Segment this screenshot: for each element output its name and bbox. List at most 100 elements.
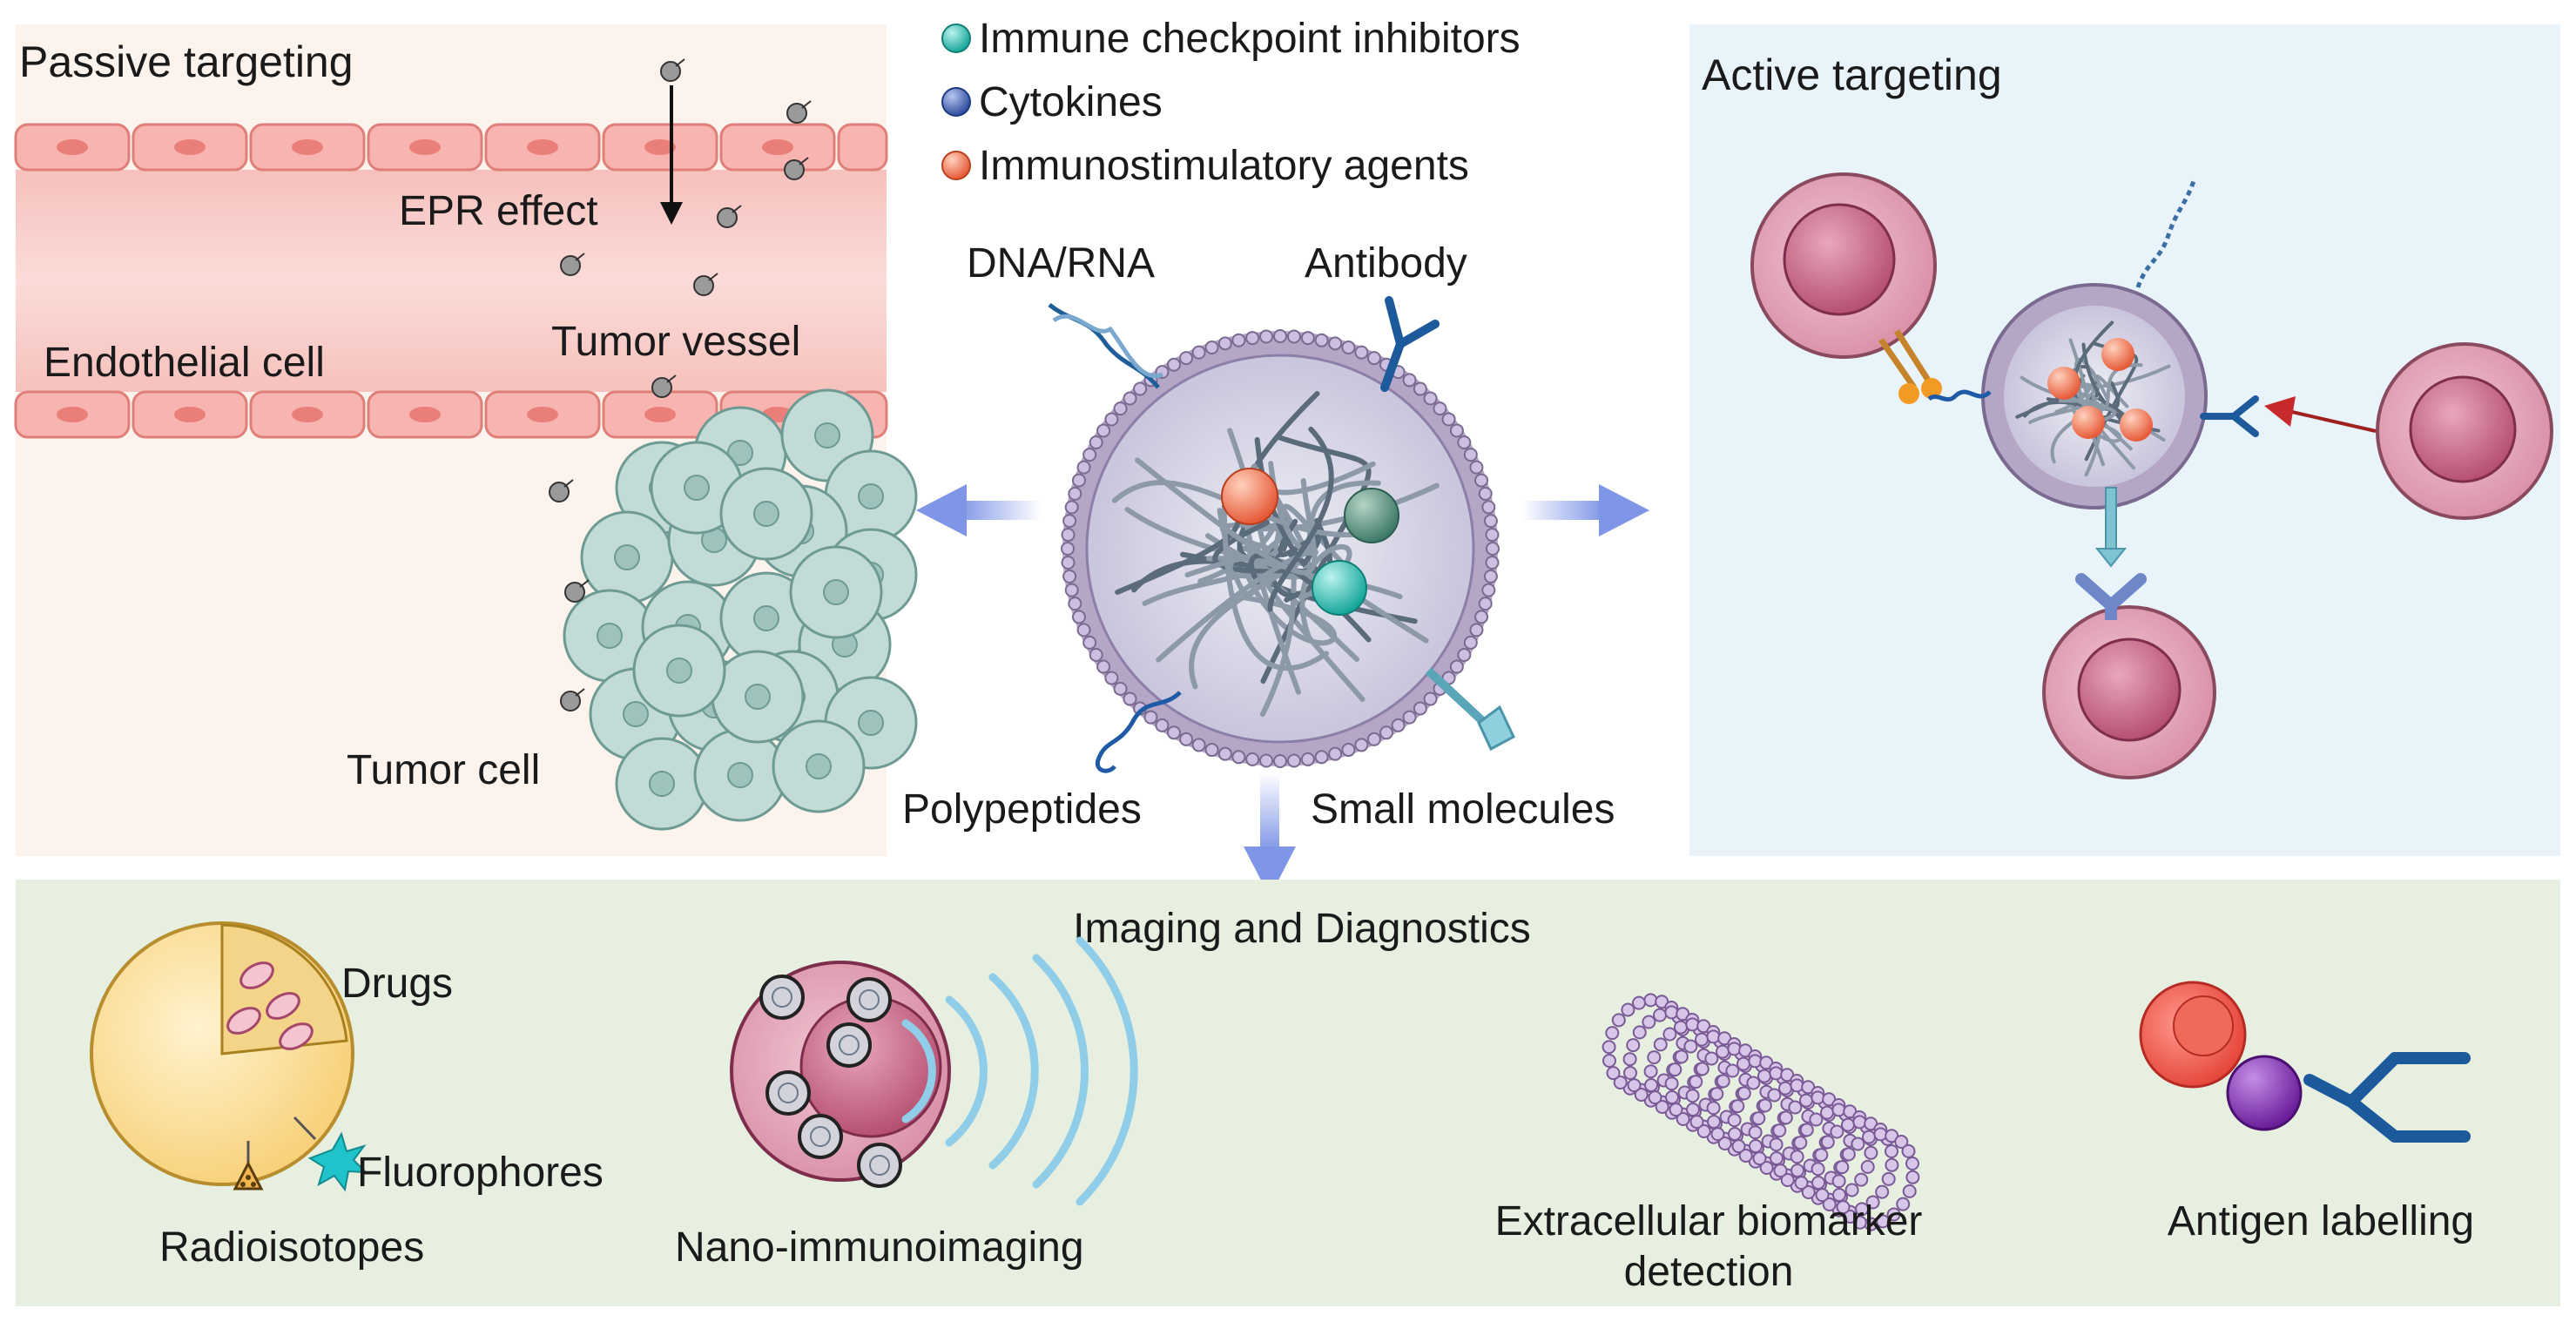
biomarker-bead bbox=[1689, 1075, 1703, 1089]
polypeptide-strand-icon bbox=[1095, 691, 1182, 773]
passive-targeting-title: Passive targeting bbox=[19, 37, 354, 86]
lipid-head bbox=[1286, 329, 1301, 344]
endothelial-cell-label: Endothelial cell bbox=[44, 340, 325, 386]
tumor-nucleus bbox=[614, 544, 640, 570]
nanoparticle-ligand bbox=[732, 205, 742, 213]
lipid-head bbox=[1068, 486, 1082, 501]
lipid-head bbox=[1478, 486, 1493, 501]
biomarker-bead bbox=[1642, 1015, 1656, 1029]
lipid-head bbox=[1167, 357, 1181, 372]
biomarker-bead bbox=[1653, 1008, 1667, 1022]
lipid-head bbox=[1113, 401, 1128, 416]
lipid-head bbox=[1062, 514, 1077, 529]
endothelial-nucleus bbox=[527, 407, 558, 422]
lipid-head bbox=[1089, 648, 1103, 662]
biomarker-bead bbox=[1725, 1063, 1740, 1078]
biomarker-bead bbox=[1674, 1020, 1688, 1035]
endothelial-row-bottom bbox=[14, 390, 888, 439]
nanoparticle-dots bbox=[549, 58, 812, 712]
lipid-head bbox=[1379, 725, 1393, 740]
lipid-head bbox=[1071, 473, 1086, 488]
tumor-nucleus bbox=[684, 475, 710, 501]
lipid-head bbox=[1457, 435, 1472, 449]
biomarker-bead bbox=[1648, 1090, 1662, 1105]
biomarker-bead bbox=[1820, 1105, 1834, 1120]
lipid-head bbox=[1155, 718, 1170, 732]
lipid-head bbox=[1076, 623, 1091, 637]
epr-arrow bbox=[660, 85, 683, 225]
nano-immunoimaging-label: Nano-immunoimaging bbox=[675, 1224, 1084, 1271]
lipid-head bbox=[1167, 725, 1181, 740]
legend-item-checkpoint: Immune checkpoint inhibitors bbox=[941, 16, 1521, 62]
biomarker-bead bbox=[1685, 1017, 1700, 1032]
lipid-head bbox=[1231, 750, 1246, 765]
biomarker-bead bbox=[1643, 1064, 1658, 1079]
lipid-head bbox=[1064, 500, 1079, 515]
lipid-head bbox=[1354, 738, 1369, 752]
lipid-head bbox=[1483, 569, 1498, 583]
arrow-right bbox=[1522, 484, 1649, 536]
endothelial-nucleus bbox=[174, 407, 206, 422]
biomarker-bead bbox=[1799, 1093, 1813, 1108]
biomarker-bead bbox=[1809, 1112, 1824, 1127]
tumor-nucleus bbox=[745, 684, 771, 710]
lipid-head bbox=[1259, 329, 1274, 344]
biomarker-bead bbox=[1820, 1135, 1835, 1150]
teal-sphere-icon bbox=[941, 24, 971, 53]
lipid-head bbox=[1273, 329, 1287, 343]
imaging-nanoparticle-core bbox=[869, 1155, 890, 1176]
antibody-top-icon bbox=[1380, 296, 1440, 392]
lipid-head bbox=[1231, 333, 1246, 347]
lipid-head bbox=[1402, 710, 1417, 725]
biomarker-bead bbox=[1611, 1013, 1626, 1028]
lipid-head bbox=[1123, 391, 1137, 406]
antigen-labelling-label: Antigen labelling bbox=[2168, 1198, 2474, 1244]
biomarker-bead bbox=[1704, 1051, 1719, 1066]
biomarker-bead bbox=[1716, 1074, 1730, 1089]
lipid-head bbox=[1064, 583, 1079, 597]
lipid-head bbox=[1341, 340, 1356, 354]
lipid-head bbox=[1449, 659, 1464, 674]
imaging-nanoparticle-core bbox=[778, 1083, 799, 1103]
lipid-head bbox=[1391, 718, 1406, 732]
lipid-head bbox=[1300, 331, 1315, 346]
lipid-head bbox=[1481, 500, 1496, 515]
biomarker-bead bbox=[1770, 1151, 1784, 1165]
dna-strand-icon bbox=[2135, 178, 2197, 288]
lipid-head bbox=[1481, 583, 1496, 597]
biomarker-bead bbox=[1668, 1062, 1682, 1077]
dna-rna-label: DNA/RNA bbox=[967, 240, 1155, 287]
lipid-head bbox=[1328, 746, 1343, 761]
biomarker-bead bbox=[1836, 1200, 1851, 1215]
biomarker-bead bbox=[1873, 1127, 1888, 1142]
endothelial-row-top bbox=[14, 123, 888, 172]
tumor-nucleus bbox=[666, 658, 692, 684]
nanoparticle-dot-icon bbox=[651, 377, 672, 398]
biomarker-label-line1: Extracellular biomarker bbox=[1495, 1198, 1923, 1244]
biomarker-bead bbox=[1865, 1195, 1880, 1210]
lipid-head bbox=[1179, 732, 1194, 746]
endothelial-nucleus bbox=[57, 139, 88, 155]
radioisotopes-label: Radioisotopes bbox=[159, 1224, 424, 1271]
receptor-orange-icon bbox=[1878, 329, 1942, 404]
biomarker-bead bbox=[1665, 1090, 1679, 1104]
biomarker-bead bbox=[1896, 1197, 1911, 1211]
biomarker-bead bbox=[1644, 1078, 1658, 1092]
polymer-strand bbox=[1221, 505, 1330, 671]
biomarker-bead bbox=[1736, 1056, 1750, 1071]
biomarker-bead bbox=[1830, 1124, 1844, 1139]
lipid-head bbox=[1314, 750, 1329, 765]
biomarker-bead bbox=[1664, 1076, 1679, 1091]
arrow-left bbox=[916, 484, 1041, 536]
lipid-head bbox=[1082, 448, 1097, 462]
lipid-head bbox=[1061, 555, 1076, 570]
cytokine-sphere bbox=[1344, 488, 1399, 543]
lipid-head bbox=[1076, 460, 1091, 475]
biomarker-bead bbox=[1854, 1172, 1869, 1187]
legend-label-cytokines: Cytokines bbox=[979, 79, 1163, 125]
endothelial-cell bbox=[837, 123, 888, 172]
nanoparticle-dot-icon bbox=[693, 275, 714, 296]
lipid-head bbox=[1143, 710, 1158, 725]
tumor-nucleus bbox=[823, 579, 849, 605]
